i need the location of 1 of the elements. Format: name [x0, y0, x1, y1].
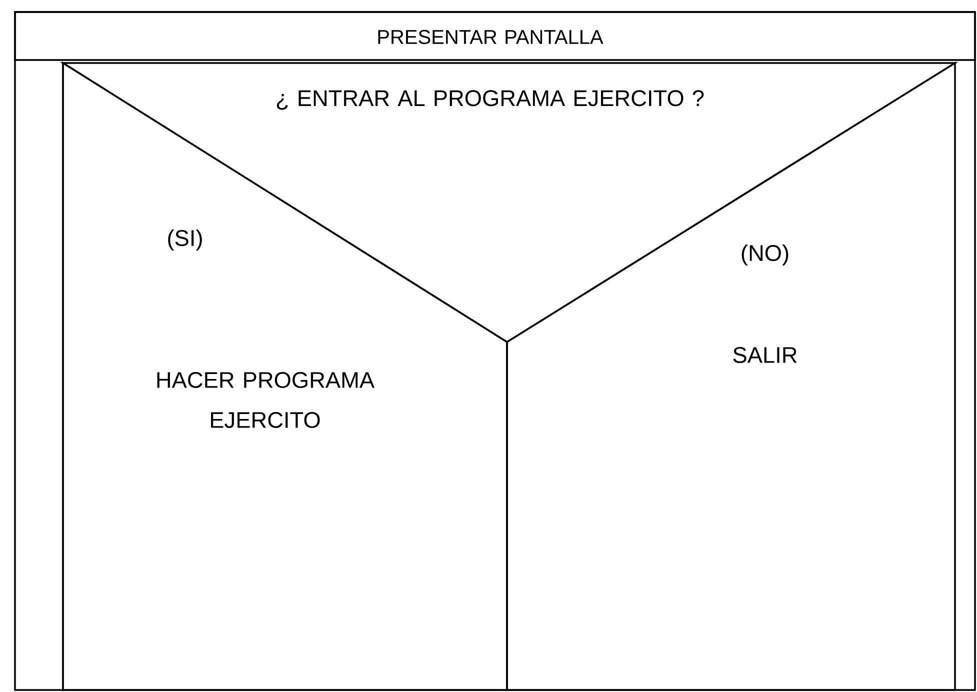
process-box: PRESENTAR PANTALLA: [14, 11, 976, 61]
